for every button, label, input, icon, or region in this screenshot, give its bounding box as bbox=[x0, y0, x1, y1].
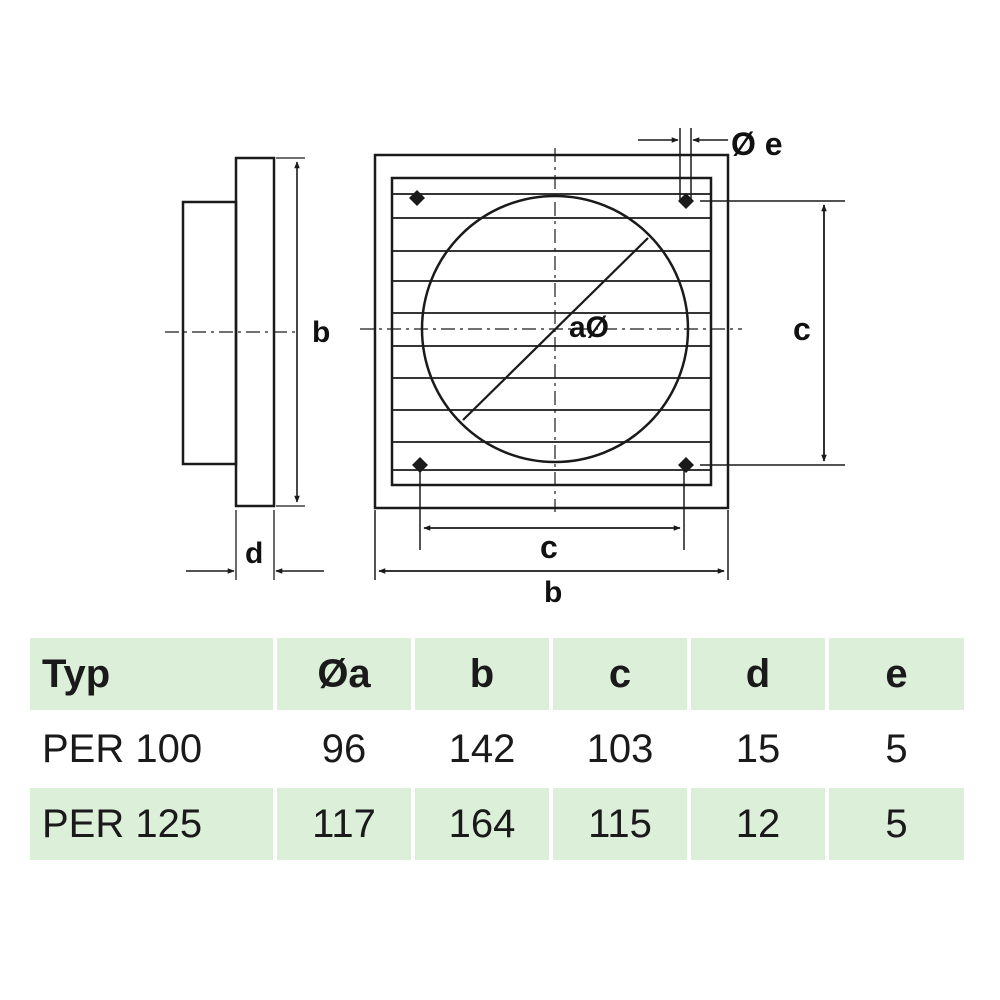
front-view-screw-holes bbox=[409, 190, 694, 473]
header-e: e bbox=[829, 638, 964, 710]
header-d: d bbox=[691, 638, 825, 710]
header-diameter-a: Øa bbox=[277, 638, 411, 710]
row-1-c: 103 bbox=[553, 713, 687, 785]
row-2-typ: PER 125 bbox=[30, 788, 273, 860]
c-right-label: c bbox=[793, 311, 811, 347]
row-1-typ: PER 100 bbox=[30, 713, 273, 785]
row-1-b: 142 bbox=[415, 713, 549, 785]
header-c: c bbox=[553, 638, 687, 710]
side-view-spigot bbox=[181, 200, 238, 466]
table-row: PER 100 96 142 103 15 5 bbox=[30, 713, 968, 785]
table-header-row: Typ Øa b c d e bbox=[30, 638, 968, 710]
technical-drawing: b d bbox=[165, 126, 845, 609]
front-view-inner-frame bbox=[390, 176, 713, 487]
side-view bbox=[165, 156, 324, 580]
e-label: Ø e bbox=[731, 126, 783, 162]
header-b: b bbox=[415, 638, 549, 710]
front-view bbox=[360, 148, 742, 512]
header-typ: Typ bbox=[30, 638, 273, 710]
row-1-diameter-a: 96 bbox=[277, 713, 411, 785]
screw-hole-top-right bbox=[678, 193, 694, 209]
row-1-e: 5 bbox=[829, 713, 964, 785]
row-1-d: 15 bbox=[691, 713, 825, 785]
table-row: PER 125 117 164 115 12 5 bbox=[30, 788, 968, 860]
b-bottom-label: b bbox=[544, 576, 562, 609]
front-view-outer-frame bbox=[373, 153, 730, 510]
spec-table: Typ Øa b c d e PER 100 96 142 103 15 5 P… bbox=[30, 638, 968, 863]
side-view-b-label: b bbox=[312, 316, 330, 349]
a-diameter-label: aØ bbox=[569, 311, 609, 344]
row-2-e: 5 bbox=[829, 788, 964, 860]
row-2-diameter-a: 117 bbox=[277, 788, 411, 860]
side-view-d-label: d bbox=[245, 537, 263, 570]
screw-hole-top-left bbox=[409, 190, 425, 206]
row-2-b: 164 bbox=[415, 788, 549, 860]
front-view-louvres bbox=[392, 193, 711, 471]
front-view-dimensions bbox=[374, 128, 845, 580]
screw-hole-bottom-left bbox=[412, 457, 428, 473]
c-bottom-label: c bbox=[540, 529, 558, 565]
screw-hole-bottom-right bbox=[678, 457, 694, 473]
row-2-d: 12 bbox=[691, 788, 825, 860]
row-2-c: 115 bbox=[553, 788, 687, 860]
